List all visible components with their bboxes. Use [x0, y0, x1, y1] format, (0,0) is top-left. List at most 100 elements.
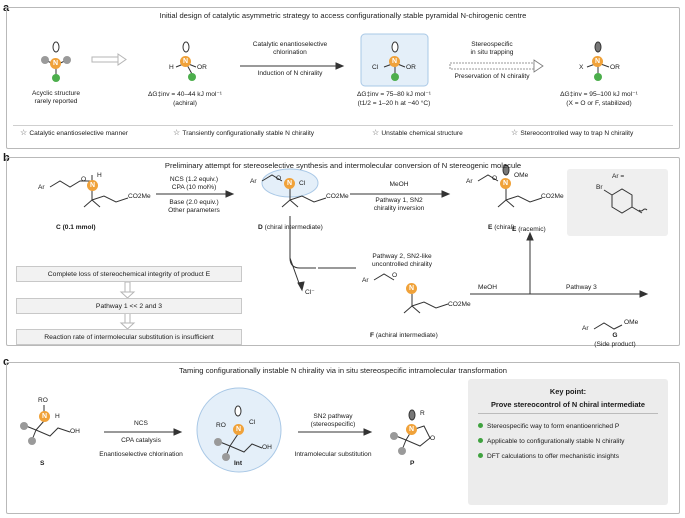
int-cl: Cl [249, 419, 256, 426]
compound-g-skeleton [593, 322, 623, 330]
panel-c-banner: Taming configurationally instable N chir… [179, 366, 507, 375]
stab-x: X [579, 64, 584, 71]
substituent-dot [52, 74, 60, 82]
nitrogen-atom: N [500, 178, 511, 189]
bullet-icon [478, 438, 483, 443]
chiral-energy: ΔG‡inv = 75–80 kJ mol⁻¹ [356, 91, 432, 98]
reaction-arrow-b3 [470, 231, 649, 298]
p-label: P [410, 460, 415, 467]
g-ar: Ar [582, 325, 589, 332]
nitrogen-atom: N [389, 56, 400, 67]
s-label: S [40, 460, 45, 467]
c-step2-top: SN2 pathway(stereospecific) [310, 413, 356, 428]
cond-bottom: Base (2.0 equiv.)Other parameters [168, 199, 220, 214]
nitrogen-atom: N [50, 58, 61, 69]
nitrogen-atom: N [233, 424, 244, 435]
nitrogen-atom: N [39, 411, 50, 422]
star-icon: ☆ [173, 128, 183, 137]
panel-a: Initial design of catalytic asymmetric s… [6, 7, 680, 149]
int-ro: RO [216, 422, 226, 429]
analysis-box-2: Pathway 1 << 2 and 3 [16, 298, 242, 314]
nitrogen-atom: N [87, 180, 98, 191]
c-h: H [97, 172, 102, 179]
g-ome: OMe [624, 319, 639, 326]
path3-label: Pathway 3 [566, 284, 597, 291]
feature-2: ☆ Transiently configurationally stable N… [173, 128, 315, 138]
key-title: Key point: [549, 387, 587, 396]
stab-or: OR [610, 64, 620, 71]
f-ar: Ar [362, 277, 369, 284]
chiral-or: OR [406, 64, 416, 71]
substituent-dot [41, 56, 49, 64]
c-step1-mid: CPA catalysis [121, 437, 161, 444]
key-point-1: Stereospecific way to form enantioenrich… [478, 423, 619, 431]
nitrogen-atom: N [406, 283, 417, 294]
compound-s-skeleton [25, 405, 71, 441]
g-note: (Side product) [594, 341, 636, 348]
int-label: Int [233, 460, 243, 467]
feature-3: ☆ Unstable chemical structure [372, 128, 463, 138]
key-divider [478, 413, 658, 414]
d-co2me: CO2Me [326, 193, 349, 200]
reaction-arrow-b1 [156, 190, 235, 198]
chiral-half-life: (t1/2 = 1–20 h at −40 °C) [357, 100, 431, 107]
aryl-ring [603, 188, 648, 214]
achiral-energy: ΔG‡inv = 40–44 kJ mol⁻¹ [147, 91, 223, 98]
reaction-arrow-a3 [449, 59, 544, 73]
key-subtitle: Prove stereocontrol of N chiral intermed… [490, 400, 645, 409]
panel-a-banner: Initial design of catalytic asymmetric s… [159, 11, 527, 20]
step1-bottom: Induction of N chirality [257, 70, 323, 77]
key-point-2: Applicable to configurationally stable N… [478, 438, 624, 446]
reaction-arrow-c1 [104, 428, 183, 436]
panel-b-banner: Preliminary attempt for stereoselective … [164, 161, 522, 170]
panel-b: Preliminary attempt for stereoselective … [6, 157, 680, 346]
nitrogen-atom: N [180, 56, 191, 67]
bullet-icon [478, 453, 483, 458]
br-label: Br [596, 184, 603, 191]
f-co2me: CO2Me [448, 301, 471, 308]
achiral-h: H [169, 64, 174, 71]
e-label: E (chiral) [488, 224, 515, 231]
cond-top: NCS (1.2 equiv.)CPA (10 mol%) [169, 176, 219, 191]
reaction-arrow-b2 [350, 190, 451, 198]
star-icon: ☆ [372, 128, 382, 137]
reaction-arrow-a1 [91, 53, 127, 66]
compound-f-skeleton [373, 273, 449, 314]
substituent-dot [398, 447, 406, 455]
star-icon: ☆ [511, 128, 521, 137]
achiral-or: OR [197, 64, 207, 71]
int-oh: OH [262, 444, 272, 451]
nitrogen-atom: N [284, 178, 295, 189]
feature-4: ☆ Stereocontrolled way to trap N chirali… [511, 128, 634, 138]
reaction-arrow-a2 [240, 62, 345, 70]
compound-p-skeleton [395, 409, 431, 451]
ar-def-label: Ar = [612, 173, 625, 180]
step2-bottom: Preservation of N chirality [454, 73, 530, 80]
compound-d-skeleton [261, 174, 327, 208]
d-cl: Cl [299, 180, 306, 187]
f-o: O [392, 272, 398, 279]
f-label: F (achiral intermediate) [370, 332, 438, 339]
s-h: H [55, 413, 60, 420]
substituent-dot [188, 73, 196, 81]
achiral-note: (achiral) [173, 100, 197, 107]
meoh-2: MeOH [478, 284, 498, 291]
substituent-dot [390, 432, 398, 440]
c-step1-top: NCS [134, 420, 148, 427]
c-step1-bottom: Enantioselective chlorination [99, 451, 183, 458]
c-o: O [81, 176, 87, 183]
e-ar: Ar [466, 178, 473, 185]
c-step2-bottom: Intramolecular substitution [294, 451, 372, 458]
substituent-dot [214, 438, 222, 446]
g-label: G [612, 332, 618, 339]
key-point-box: Key point: Prove stereocontrol of N chir… [468, 379, 668, 505]
p-r: R [420, 410, 425, 417]
bullet-icon [478, 423, 483, 428]
e-racemic: E (racemic) [512, 226, 546, 233]
substituent-dot [594, 73, 602, 81]
c-label: C (0.1 mmol) [56, 224, 96, 231]
